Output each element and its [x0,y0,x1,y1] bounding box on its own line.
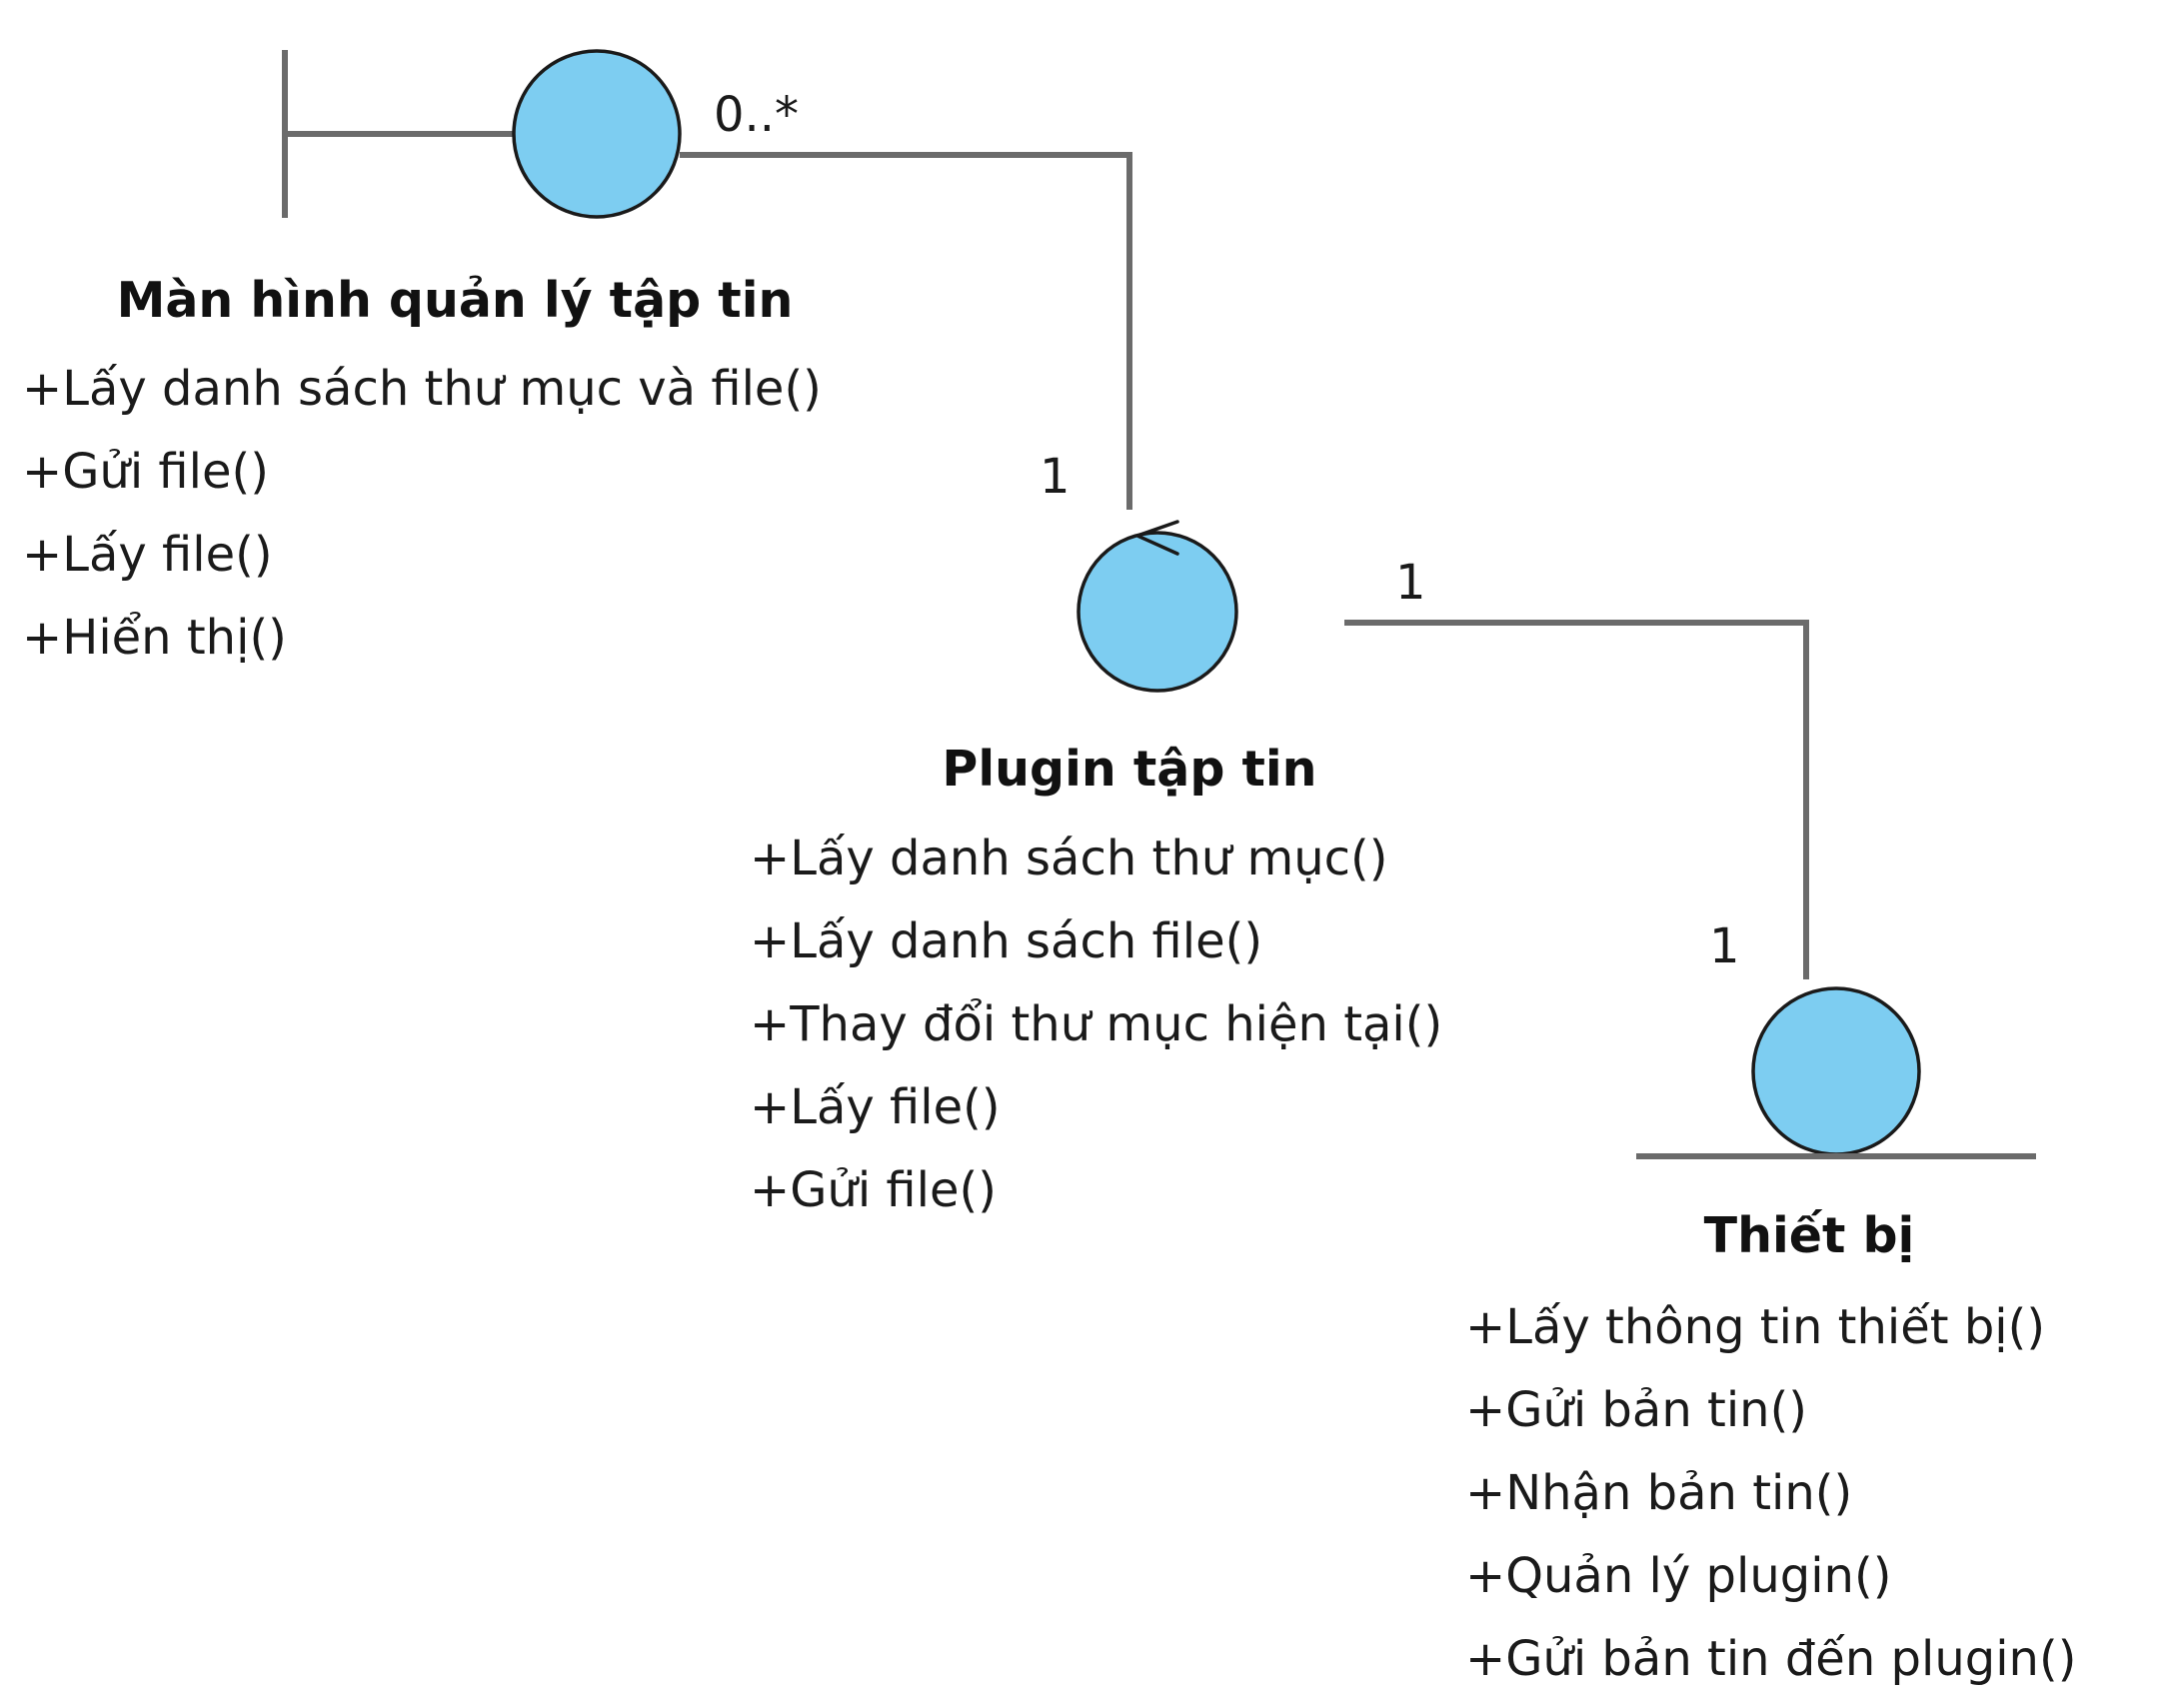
boundary-operation: +Hiển thị() [22,610,287,666]
multiplicity-entity-end: 1 [1709,918,1740,974]
boundary-operations: +Lấy danh sách thư mục và file() +Gửi fi… [22,361,822,666]
entity-operations: +Lấy thông tin thiết bị() +Gửi bản tin()… [1465,1299,2076,1687]
entity-operation: +Lấy thông tin thiết bị() [1465,1299,2045,1355]
entity-operation: +Gửi bản tin() [1465,1382,1807,1438]
control-name: Plugin tập tin [942,741,1316,798]
association-control-entity [1344,620,1809,979]
control-operation: +Lấy danh sách thư mục() [750,831,1387,886]
boundary-operation: +Gửi file() [22,444,269,500]
control-operations: +Lấy danh sách thư mục() +Lấy danh sách … [750,831,1442,1218]
entity-name: Thiết bị [1704,1207,1915,1264]
boundary-operation: +Lấy danh sách thư mục và file() [22,361,822,417]
association-boundary-control [680,152,1132,510]
control-icon[interactable] [1077,520,1238,693]
multiplicity-boundary-end: 0..* [714,87,799,143]
control-operation: +Gửi file() [750,1162,997,1218]
multiplicity-control-end-right: 1 [1395,555,1426,611]
boundary-name: Màn hình quản lý tập tin [117,272,794,329]
boundary-operation: +Lấy file() [22,527,273,583]
control-operation: +Thay đổi thư mục hiện tại() [750,996,1442,1052]
entity-icon[interactable] [1636,986,2036,1159]
control-operation: +Lấy file() [750,1079,1001,1135]
boundary-icon[interactable] [282,49,682,219]
multiplicity-control-end-top: 1 [1040,449,1071,505]
entity-operation: +Gửi bản tin đến plugin() [1465,1631,2076,1687]
control-operation: +Lấy danh sách file() [750,913,1262,969]
entity-operation: +Quản lý plugin() [1465,1548,1891,1604]
entity-operation: +Nhận bản tin() [1465,1465,1852,1521]
